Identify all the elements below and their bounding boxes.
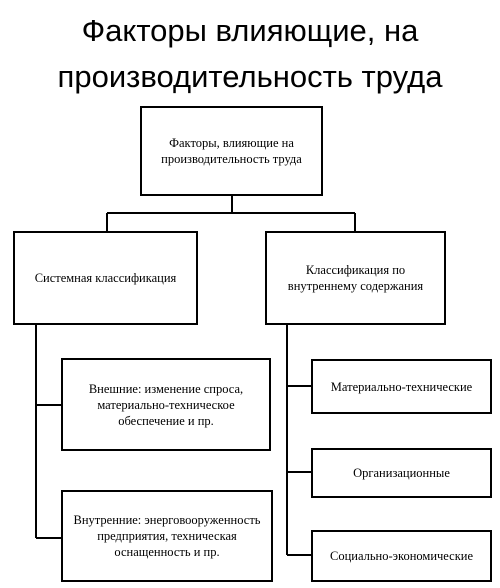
internal-factors-box: Внутренние: энерговооруженность предприя… (61, 490, 273, 582)
internal-content-line-1: Классификация по (305, 263, 406, 277)
internal-content-classification-box: Классификация по внутреннему содержания (265, 231, 446, 325)
page-title: Факторы влияющие, на производительность … (0, 8, 500, 100)
organizational-label: Организационные (353, 466, 450, 480)
socio-economic-label: Социально-экономические (329, 549, 474, 563)
internal-content-line-2: внутреннему содержания (287, 279, 424, 293)
root-factors-line-1: Факторы, влияющие на (169, 136, 294, 150)
internal-factors-line-3: оснащенность и пр. (114, 545, 220, 559)
internal-factors-line-2: предприятия, техническая (97, 529, 237, 543)
external-factors-line-3: обеспечение и пр. (118, 413, 214, 428)
organizational-box: Организационные (311, 448, 492, 498)
material-technical-box: Материально-технические (311, 359, 492, 414)
external-factors-line-1: Внешние: изменение спроса, (88, 381, 244, 396)
systemic-classification-label: Системная классификация (34, 271, 177, 285)
root-factors-line-2: производительность труда (161, 152, 302, 166)
page-title-line-2: производительность труда (57, 59, 443, 94)
systemic-classification-box: Системная классификация (13, 231, 198, 325)
root-factors-box: Факторы, влияющие на производительность … (140, 106, 323, 196)
material-technical-label: Материально-технические (330, 379, 473, 394)
page-title-line-1: Факторы влияющие, на (81, 13, 419, 48)
external-factors-box: Внешние: изменение спроса, материально-т… (61, 358, 271, 451)
socio-economic-box: Социально-экономические (311, 530, 492, 582)
external-factors-line-2: материально-техническое (97, 397, 235, 412)
internal-factors-line-1: Внутренние: энерговооруженность (73, 513, 261, 527)
